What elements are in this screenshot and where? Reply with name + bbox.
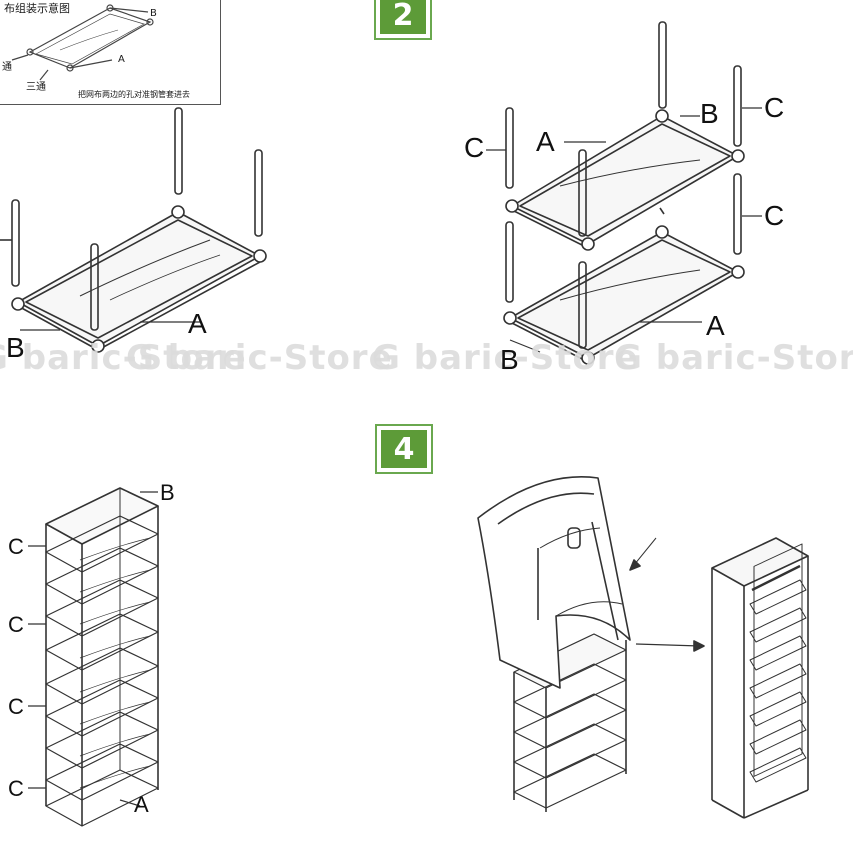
inset-drawing	[11, 4, 154, 81]
panel3-label-b: B	[160, 480, 175, 505]
inset-title: 布组装示意图	[4, 2, 70, 15]
panel3-tall-rack	[28, 487, 159, 827]
inset-label-a: A	[118, 54, 125, 65]
step-badge-4: 4	[375, 424, 433, 474]
inset-label-b: B	[150, 8, 157, 19]
step-badge-2: 2	[374, 0, 432, 40]
panel3-label-c3: C	[8, 694, 24, 719]
panel2-label-a-top: A	[536, 126, 555, 157]
panel2-label-b-bottom: B	[500, 344, 519, 375]
panel3-label-c1: C	[8, 534, 24, 559]
panel1-label-b: B	[6, 332, 25, 363]
inset-note: 把网布两边的孔对准钢管套进去	[78, 90, 190, 99]
panel1-label-a: A	[188, 308, 207, 339]
panel3-label-c4: C	[8, 776, 24, 801]
step-number: 4	[381, 430, 427, 468]
watermark: G baric-Store	[126, 338, 393, 378]
panel3-label-a: A	[134, 792, 149, 817]
panel3-label-c2: C	[8, 612, 24, 637]
panel1-shelf	[0, 107, 267, 353]
panel2-label-c-left: C	[464, 132, 485, 163]
fabric-assembly-inset: 布组装示意图 B A 通 三通 把网布两边的孔对准钢管套进去	[0, 0, 221, 105]
panel2-label-c-right-top: C	[764, 92, 785, 123]
watermark: G baric-Store	[614, 338, 853, 378]
panel2-label-c-right-mid: C	[764, 200, 785, 231]
watermark: G baric-Store	[0, 338, 247, 378]
panel2-label-b-top: B	[700, 98, 719, 129]
inset-label-tong: 通	[2, 62, 12, 73]
panel4-cover-rack	[477, 476, 809, 819]
watermark: G baric-Store	[372, 338, 639, 378]
panel2-shelves	[486, 21, 762, 365]
step-number: 2	[380, 0, 426, 34]
panel2-label-a-bottom: A	[706, 310, 725, 341]
inset-label-santong: 三通	[26, 82, 46, 93]
